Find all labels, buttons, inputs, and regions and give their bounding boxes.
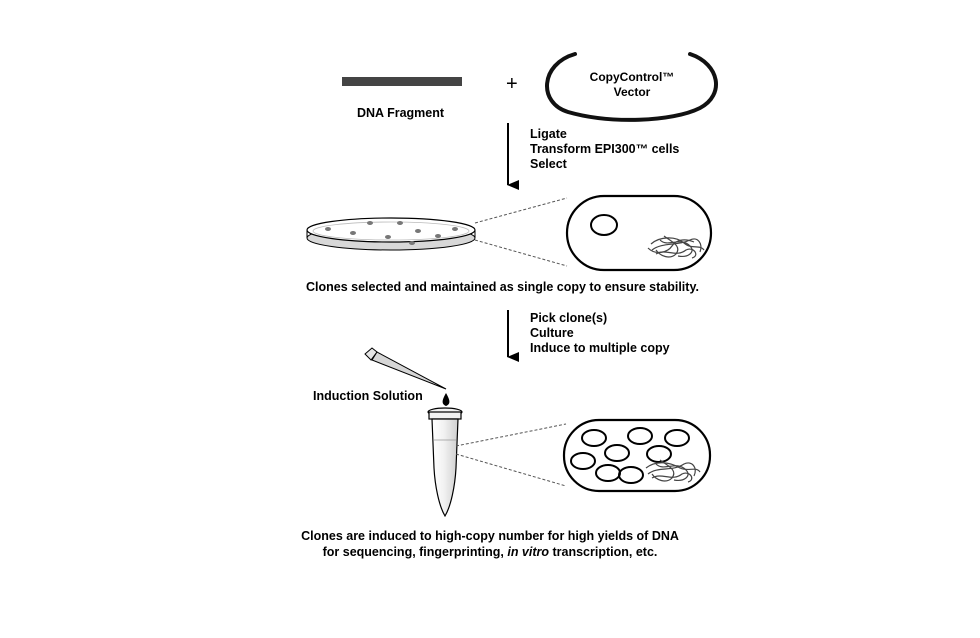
single-copy-caption: Clones selected and maintained as single… xyxy=(306,280,699,294)
bacterial-cell-multi-copy xyxy=(562,418,712,493)
dna-fragment-label: DNA Fragment xyxy=(357,106,445,120)
zoom-line-bottom-2 xyxy=(455,453,567,487)
plus-sign: + xyxy=(506,73,518,95)
step1-transform: Transform EPI300™ cells xyxy=(530,142,680,156)
induction-solution-label: Induction Solution xyxy=(313,389,423,403)
single-plasmid xyxy=(590,214,618,236)
step1-instructions: Ligate Transform EPI300™ cells Select xyxy=(530,127,679,172)
step1-select: Select xyxy=(530,157,567,171)
final-caption: Clones are induced to high-copy number f… xyxy=(290,528,690,560)
bacterial-cell-single-copy xyxy=(565,194,713,272)
microcentrifuge-tube xyxy=(427,407,463,518)
colony-dots xyxy=(325,221,458,245)
vector-plasmid-arc xyxy=(545,52,718,122)
final-caption-line2-start: for sequencing, fingerprinting, xyxy=(322,545,508,559)
multiple-plasmids xyxy=(570,427,690,484)
zoom-line-top-2 xyxy=(455,423,567,447)
final-caption-line2: for sequencing, fingerprinting, in vitro… xyxy=(290,544,690,560)
petri-dish xyxy=(306,217,476,251)
final-caption-line2-end: transcription, etc. xyxy=(549,545,658,559)
final-caption-italic: in vitro xyxy=(507,545,550,559)
chromosome-tangle-2 xyxy=(645,459,701,483)
step1-ligate: Ligate xyxy=(530,127,567,141)
vector-label: CopyControl™ Vector xyxy=(572,70,692,100)
step2-pick: Pick clone(s) xyxy=(530,311,608,325)
zoom-line-top-1 xyxy=(474,197,568,224)
vector-label-line1: CopyControl™ xyxy=(589,70,675,84)
pipette-tip xyxy=(364,347,447,390)
step2-instructions: Pick clone(s) Culture Induce to multiple… xyxy=(530,311,670,356)
chromosome-tangle-1 xyxy=(647,235,705,259)
step2-induce: Induce to multiple copy xyxy=(530,341,670,355)
final-caption-line1: Clones are induced to high-copy number f… xyxy=(301,529,679,543)
zoom-line-bottom-1 xyxy=(474,239,568,267)
dna-fragment-bar xyxy=(342,77,462,86)
step2-culture: Culture xyxy=(530,326,574,340)
vector-label-line2: Vector xyxy=(613,85,651,99)
droplet xyxy=(442,393,450,406)
